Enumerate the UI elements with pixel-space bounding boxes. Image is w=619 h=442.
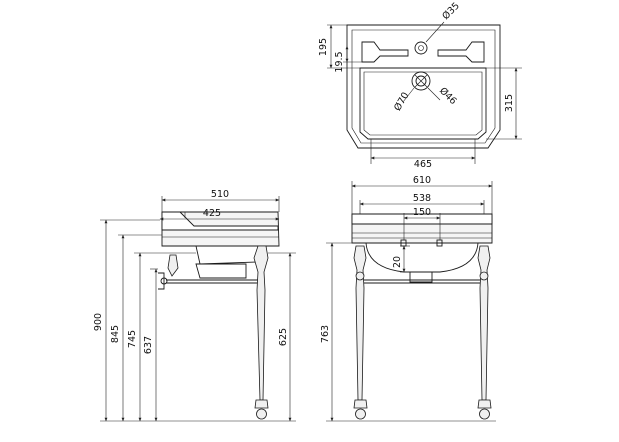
side-view: 510 425 900 845 745 637 625 (93, 189, 296, 422)
dim-label: 538 (413, 193, 431, 204)
tap-hole (414, 41, 428, 55)
dim-label: 745 (127, 330, 138, 348)
dim-label: 900 (93, 313, 104, 331)
waste-outlet (411, 71, 431, 91)
dim-label: 19.5 (334, 51, 345, 72)
dim-label: Ø46 (437, 85, 459, 107)
dim-label: 195 (318, 38, 329, 56)
front-waste (409, 271, 433, 283)
dim-label: 845 (110, 325, 121, 343)
dim-label: 625 (278, 328, 289, 346)
front-view: 610 538 150 20 763 (320, 175, 496, 422)
plan-bowl-inner (363, 71, 483, 136)
front-bowl (365, 242, 479, 273)
plan-view: 195 19.5 Ø35 Ø70 Ø46 315 465 (318, 0, 522, 170)
plan-back-shelf (361, 41, 409, 63)
front-leg-right (477, 245, 491, 401)
dim-label: 20 (392, 256, 403, 268)
dim-label: 610 (413, 175, 431, 186)
dim-label: 315 (504, 94, 515, 112)
dim-label: 510 (211, 189, 229, 200)
plan-outline (346, 24, 501, 149)
dim-label: 763 (320, 325, 331, 343)
dim-label: 425 (203, 208, 221, 219)
dim-label: 465 (414, 159, 432, 170)
dim-label: 150 (413, 207, 431, 218)
dim-label: Ø35 (440, 0, 462, 22)
dim-label: Ø70 (392, 91, 411, 113)
front-leg-left (353, 245, 367, 401)
dim-label: 637 (143, 336, 154, 354)
side-leg (253, 245, 269, 401)
plan-inner-rim (351, 29, 496, 144)
